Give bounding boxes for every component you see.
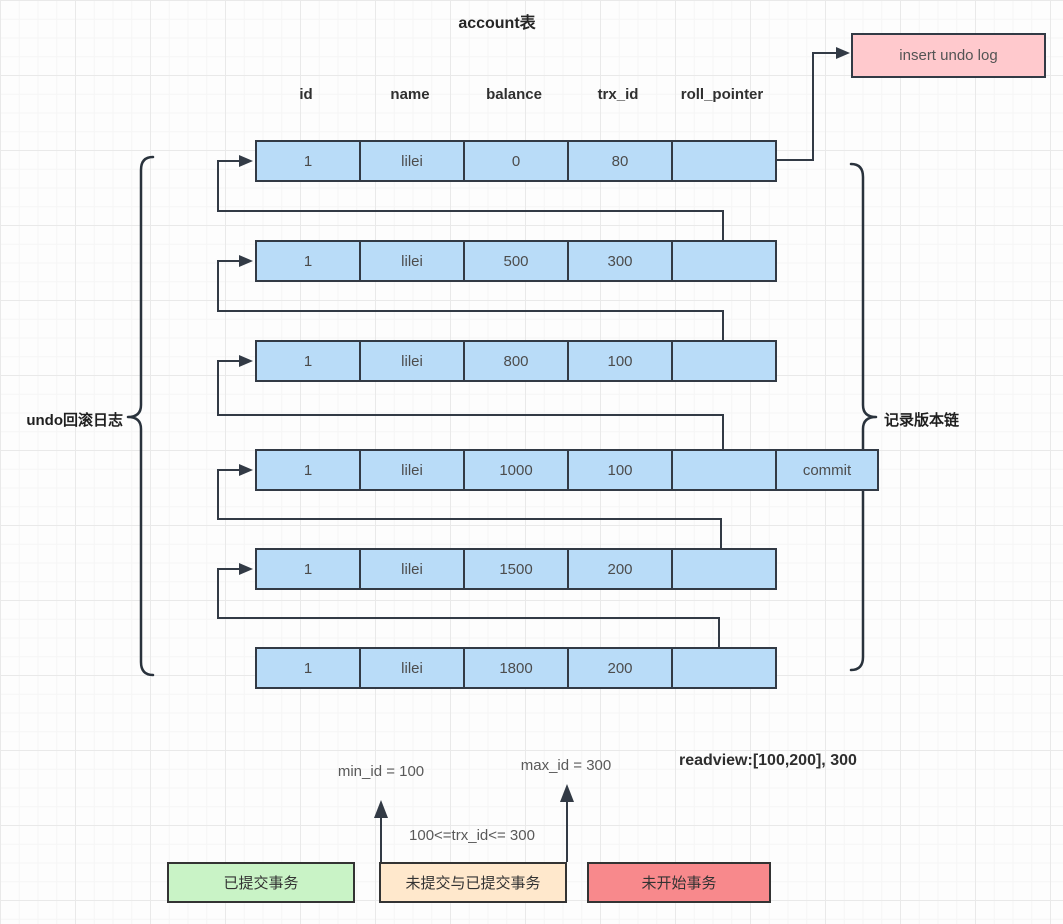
connector-row2-row1 xyxy=(217,160,724,240)
arrowhead-min-id xyxy=(374,800,388,818)
connector-row3-row2 xyxy=(217,260,724,340)
connector-row4-row3 xyxy=(217,360,724,449)
connector-to-insert-undo xyxy=(775,52,838,161)
arrowhead-max-id xyxy=(560,784,574,802)
right-brace xyxy=(849,162,878,672)
connector-row5-row4 xyxy=(217,469,722,548)
arrowhead-row4 xyxy=(239,464,253,476)
arrowhead-row1 xyxy=(239,155,253,167)
left-brace xyxy=(126,155,155,677)
arrowhead-row3 xyxy=(239,355,253,367)
arrowhead-insert-undo xyxy=(836,47,850,59)
arrowhead-row2 xyxy=(239,255,253,267)
connector-row6-row5 xyxy=(217,568,720,647)
arrowhead-row5 xyxy=(239,563,253,575)
